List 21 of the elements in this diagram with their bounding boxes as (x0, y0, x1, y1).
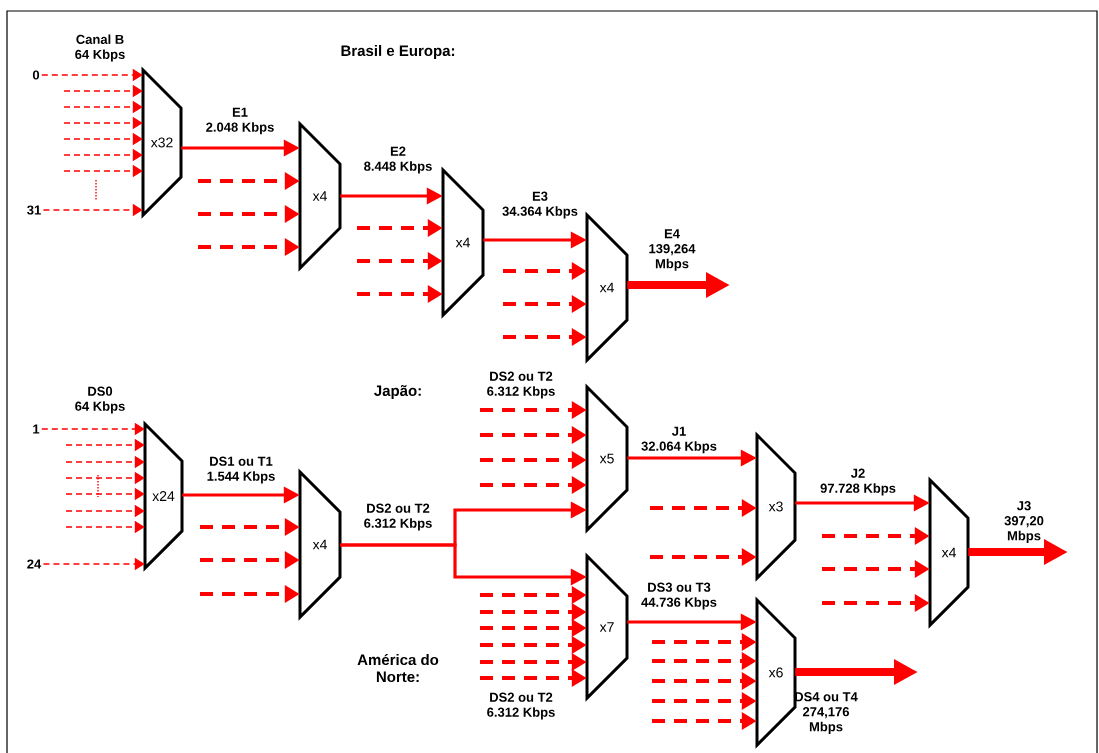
rate-label: DS2 ou T2 6.312 Kbps (487, 692, 555, 720)
edge-label: E3 34.364 Kbps (502, 191, 578, 219)
edge-label: J2 97.728 Kbps (820, 468, 896, 496)
channel-number: 24 (27, 559, 42, 569)
region-title: América do Norte: (357, 653, 439, 683)
edge-label: DS1 ou T1 1.544 Kbps (207, 456, 275, 484)
edge-label: J1 32.064 Kbps (641, 426, 717, 454)
region-title: Japão: (374, 385, 421, 399)
channel-number: 0 (32, 70, 40, 80)
channel-label: DS0 64 Kbps (75, 386, 125, 414)
edge-label: DS3 ou T3 44.736 Kbps (641, 582, 717, 610)
region-title: Brasil e Europa: (341, 45, 455, 59)
edge-label: E1 2.048 Kbps (206, 107, 274, 135)
rate-label: DS2 ou T2 6.312 Kbps (487, 371, 555, 399)
channel-label: Canal B 64 Kbps (75, 34, 125, 62)
edge-label: J3 397,20 Mbps (1004, 501, 1044, 543)
channel-number: 1 (33, 424, 40, 434)
edge-label: E4 139,264 Mbps (649, 229, 696, 271)
edge-label: DS2 ou T2 6.312 Kbps (364, 503, 432, 531)
edge-label: E2 8.448 Kbps (364, 146, 432, 174)
channel-number: 31 (27, 205, 41, 215)
